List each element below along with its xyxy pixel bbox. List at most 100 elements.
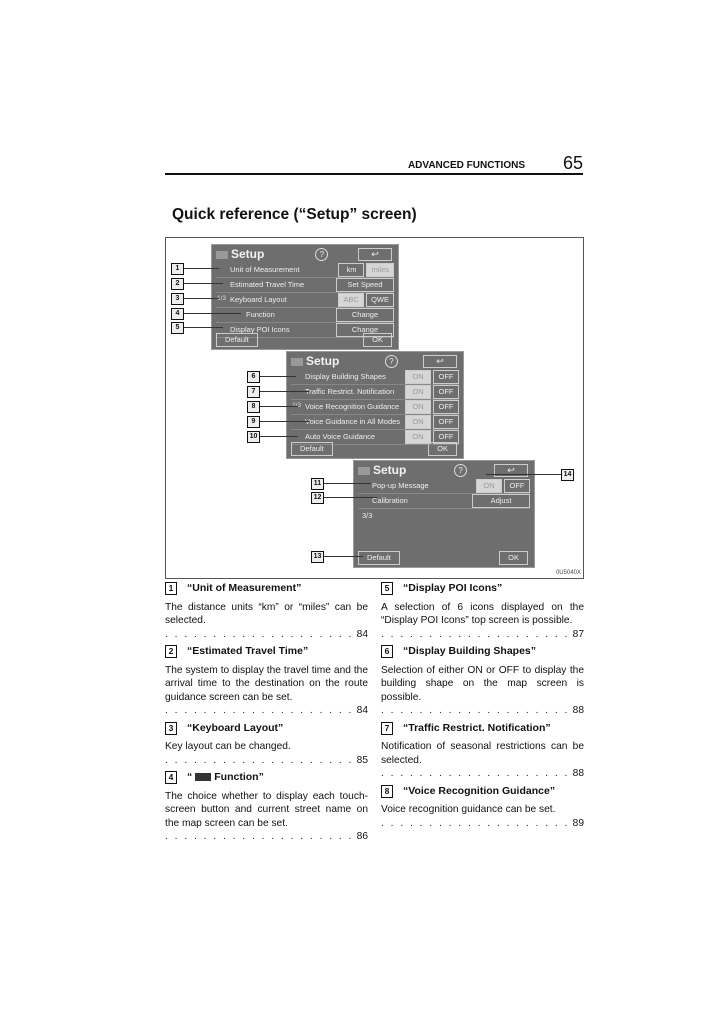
back-button[interactable]: ↩: [423, 355, 457, 368]
option-button[interactable]: OFF: [433, 415, 459, 429]
item-heading: 4“Function”: [165, 771, 368, 785]
reference-page[interactable]: 84: [356, 628, 368, 640]
option-button[interactable]: Change: [336, 308, 394, 322]
reference-page[interactable]: 88: [572, 705, 584, 716]
ok-button[interactable]: OK: [428, 442, 457, 456]
leader-dots: [381, 628, 569, 642]
callout-marker: 1: [171, 263, 184, 275]
reference-page[interactable]: 84: [356, 705, 368, 716]
ok-button[interactable]: OK: [499, 551, 528, 565]
reference-page[interactable]: 87: [572, 628, 584, 640]
option-button[interactable]: km: [338, 263, 365, 277]
screen-title: Setup: [358, 463, 406, 477]
reference-page[interactable]: 89: [572, 817, 584, 829]
callout-line: [184, 313, 241, 314]
help-button[interactable]: ?: [454, 464, 468, 477]
option-button[interactable]: OFF: [504, 479, 530, 493]
callout-line: [486, 474, 561, 475]
option-button[interactable]: ABC: [338, 293, 365, 307]
option-button[interactable]: ON: [476, 479, 502, 493]
callout-marker: 2: [171, 278, 184, 290]
callout-marker: 11: [311, 478, 324, 490]
reference-item: 1“Unit of Measurement”The distance units…: [165, 582, 368, 641]
back-button[interactable]: ↩: [358, 248, 392, 261]
page-indicator: 2/3: [292, 402, 301, 409]
reference-page[interactable]: 88: [572, 768, 584, 779]
back-button[interactable]: ↩: [494, 464, 528, 477]
setting-label: Voice Guidance in All Modes: [305, 417, 401, 426]
option-button[interactable]: Change: [336, 323, 394, 337]
option-button[interactable]: OFF: [433, 370, 459, 384]
item-description: The system to display the travel time an…: [165, 664, 368, 703]
setting-label: Traffic Restrict. Notification: [305, 387, 395, 396]
reference-item: 7“Traffic Restrict. Notification”Notific…: [381, 721, 584, 781]
option-button[interactable]: ON: [405, 370, 431, 384]
item-heading: 8“Voice Recognition Guidance”: [381, 784, 584, 799]
item-number: 7: [381, 721, 393, 735]
option-button[interactable]: OFF: [433, 430, 459, 444]
option-button[interactable]: miles: [366, 263, 394, 277]
reference-item: 3“Keyboard Layout”Key layout can be chan…: [165, 721, 368, 768]
help-button[interactable]: ?: [384, 355, 398, 368]
right-column: 5“Display POI Icons”A selection of 6 ico…: [381, 580, 584, 834]
option-button[interactable]: ON: [405, 385, 431, 399]
reference-item: 8“Voice Recognition Guidance”Voice recog…: [381, 784, 584, 831]
option-button[interactable]: ON: [405, 400, 431, 414]
callout-marker: 8: [247, 401, 260, 413]
callout-marker: 4: [171, 308, 184, 320]
image-code: 0U5040X: [555, 570, 581, 576]
item-title: “Display POI Icons”: [403, 582, 503, 594]
setting-label: Unit of Measurement: [230, 265, 300, 274]
default-button[interactable]: Default: [358, 551, 400, 565]
button-group: Set Speed: [336, 278, 394, 292]
callout-line: [324, 556, 363, 557]
reference-page[interactable]: 86: [356, 831, 368, 842]
setting-label: Calibration: [372, 496, 408, 505]
option-button[interactable]: OFF: [433, 400, 459, 414]
callout-line: [260, 436, 298, 437]
option-button[interactable]: OFF: [433, 385, 459, 399]
page-indicator: 3/3: [362, 511, 373, 520]
default-button[interactable]: Default: [216, 333, 258, 347]
item-heading: 7“Traffic Restrict. Notification”: [381, 721, 584, 736]
callout-marker: 3: [171, 293, 184, 305]
section-header: ADVANCED FUNCTIONS: [407, 160, 525, 171]
setting-label: Estimated Travel Time: [230, 280, 305, 289]
callout-marker: 14: [561, 469, 574, 481]
item-heading: 6“Display Building Shapes”: [381, 645, 584, 659]
page-reference: 85: [165, 754, 368, 768]
default-button[interactable]: Default: [291, 442, 333, 456]
setting-label: Display POI Icons: [230, 325, 290, 334]
option-button[interactable]: QWE: [366, 293, 394, 307]
item-number: 3: [165, 721, 177, 735]
callout-line: [184, 268, 219, 269]
option-button[interactable]: ON: [405, 430, 431, 444]
item-heading: 1“Unit of Measurement”: [165, 582, 368, 596]
option-button[interactable]: Set Speed: [336, 278, 394, 292]
reference-page[interactable]: 85: [356, 754, 368, 766]
callout-line: [324, 497, 377, 498]
item-heading: 5“Display POI Icons”: [381, 582, 584, 596]
option-button[interactable]: Adjust: [472, 494, 530, 508]
setting-row: Display POI Icons Change: [216, 323, 394, 338]
item-number: 6: [381, 645, 393, 658]
help-button[interactable]: ?: [315, 248, 329, 261]
option-button[interactable]: ON: [405, 415, 431, 429]
reference-item: 2“Estimated Travel Time”The system to di…: [165, 645, 368, 718]
item-number: 2: [165, 645, 177, 658]
leader-dots: [165, 754, 353, 768]
item-number: 4: [165, 771, 177, 784]
ok-button[interactable]: OK: [363, 333, 392, 347]
